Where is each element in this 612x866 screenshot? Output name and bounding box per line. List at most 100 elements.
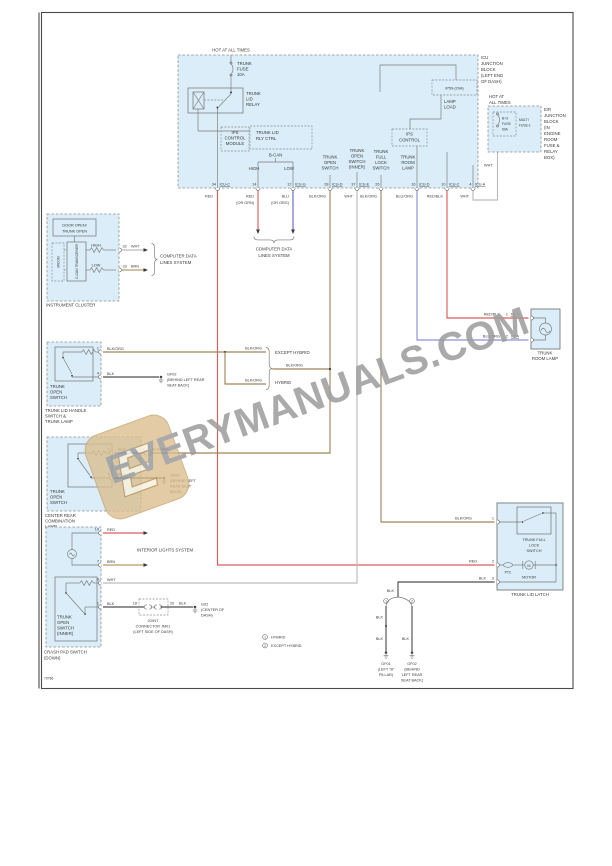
svg-text:JUNCTION: JUNCTION — [481, 61, 503, 66]
svg-text:(BEHIND: (BEHIND — [404, 668, 420, 672]
b-plus-fuse-label: B+3 — [502, 117, 508, 121]
svg-text:RELAY: RELAY — [544, 149, 558, 154]
svg-text:32: 32 — [123, 245, 127, 249]
svg-text:(IN: (IN — [544, 125, 550, 130]
diagram-frame — [40, 11, 574, 690]
room-lamp-box — [530, 308, 561, 350]
svg-text:2: 2 — [492, 560, 494, 564]
trunk-lid-relay-box — [187, 87, 244, 114]
svg-text:ICU-C: ICU-C — [449, 183, 460, 187]
svg-text:ENGINE: ENGINE — [544, 131, 561, 136]
svg-text:BLK/ORG: BLK/ORG — [309, 195, 326, 199]
crash-pad-caption: CRASH PAD SWITCH — [44, 650, 87, 655]
svg-text:DASH): DASH) — [201, 614, 214, 618]
hybrid-label: HYBRID — [275, 380, 291, 385]
svg-text:RED: RED — [205, 195, 213, 199]
trunk-open-inner-label: TRUNK — [57, 615, 72, 620]
svg-text:NCA: NCA — [511, 313, 519, 317]
hot-at-all-times-label: HOT AT ALL TIMES — [212, 48, 250, 53]
svg-text:BLOCK: BLOCK — [544, 119, 559, 124]
wire-blkorg-hybrid-branch — [224, 352, 266, 385]
svg-text:50A: 50A — [502, 128, 509, 132]
svg-text:BLK: BLK — [107, 372, 115, 376]
svg-text:BLK/ORG: BLK/ORG — [286, 364, 303, 368]
lamp-icon — [539, 322, 552, 336]
svg-text:2: 2 — [411, 599, 413, 603]
trunk-lid-relay-label: TRUNK — [246, 91, 261, 96]
svg-text:BLK/ORG: BLK/ORG — [245, 347, 262, 351]
ccan-transceiver-box — [66, 241, 87, 282]
wire-blkorg-trunk-open — [150, 190, 331, 454]
legend-except-hybrid: EXCEPT HYBRID — [271, 644, 302, 648]
svg-text:LINES SYSTEM: LINES SYSTEM — [258, 253, 290, 258]
svg-text:(OR ORG): (OR ORG) — [271, 201, 290, 205]
svg-text:LINES SYSTEM: LINES SYSTEM — [160, 260, 192, 265]
trunk-open-switch-label: TRUNK — [50, 384, 65, 389]
svg-text:RED: RED — [469, 560, 477, 564]
svg-text:SWITCH: SWITCH — [322, 166, 339, 171]
svg-text:10A: 10A — [237, 72, 245, 77]
svg-text:BRN: BRN — [107, 560, 115, 564]
svg-text:BRN: BRN — [131, 265, 139, 269]
computer-data-lines-label: COMPUTER DATA — [160, 254, 197, 259]
svg-text:RED/BLK: RED/BLK — [427, 195, 444, 199]
svg-text:BOX): BOX) — [544, 155, 555, 160]
svg-text:3: 3 — [492, 577, 494, 581]
svg-text:1: 1 — [97, 602, 99, 606]
joint-connector-label: JOINT — [148, 619, 160, 623]
svg-text:1: 1 — [385, 599, 387, 603]
ground-label-gf02: GF02 — [167, 373, 177, 377]
trunk-room-lamp: RED/BLK 1 NCA BLU/ORG 2 NCA TRUNK ROOM L… — [483, 308, 561, 361]
svg-text:CONTROL: CONTROL — [399, 138, 421, 143]
svg-text:ICU-A: ICU-A — [475, 183, 486, 187]
svg-text:LAMP: LAMP — [402, 166, 414, 171]
motor-label: MOTOR — [522, 576, 536, 580]
svg-text:NCA: NCA — [511, 335, 519, 339]
svg-text:1: 1 — [492, 517, 494, 521]
svg-text:10: 10 — [441, 183, 445, 187]
diagram-code: 70786 — [44, 677, 54, 681]
bcan-high-label: HIGH — [249, 166, 260, 171]
svg-text:BLU/ORG: BLU/ORG — [396, 195, 413, 199]
svg-text:ALL TIMES: ALL TIMES — [489, 100, 511, 105]
ptc-label: PTC — [505, 571, 512, 575]
svg-text:SWITCH: SWITCH — [373, 166, 390, 171]
ground-branches: BLK 1 2 BLK BLK BLK GF01 (LEFT "B" PILLA… — [376, 581, 495, 683]
trunk-lid-rly-ctrl-label: TRUNK LID — [256, 130, 279, 135]
svg-text:8: 8 — [97, 578, 99, 582]
svg-text:1: 1 — [506, 313, 508, 317]
svg-text:SEAT BACK): SEAT BACK) — [401, 679, 424, 683]
svg-text:ROOM LAMP: ROOM LAMP — [532, 356, 558, 361]
svg-text:FUSE &: FUSE & — [544, 143, 560, 148]
relay-contact — [218, 93, 232, 107]
watermark-logo: E — [84, 414, 190, 520]
ground-label-gf02: GF02 — [407, 662, 417, 666]
legend-hybrid: HYBRID — [271, 636, 286, 640]
svg-text:LOAD: LOAD — [444, 105, 456, 110]
relay-coil-symbol — [192, 91, 205, 110]
ground-label-g02: G02 — [201, 603, 208, 607]
switch-contact — [523, 513, 542, 522]
trunk-open-switch-label: TRUNK — [50, 489, 65, 494]
svg-text:OF DASH): OF DASH) — [481, 79, 502, 84]
svg-text:CONTROL: CONTROL — [224, 136, 246, 141]
ips-control-dashed-box — [391, 128, 428, 147]
svg-text:SWITCH: SWITCH — [527, 549, 542, 553]
svg-text:BLK/ORG: BLK/ORG — [360, 195, 377, 199]
svg-text:ICU-G: ICU-G — [295, 183, 306, 187]
room-lamp-caption: TRUNK — [538, 351, 553, 356]
svg-text:OPEN: OPEN — [50, 495, 62, 500]
svg-text:LID: LID — [246, 97, 253, 102]
svg-text:BLK: BLK — [376, 637, 384, 641]
svg-text:ROOM: ROOM — [544, 137, 558, 142]
svg-text:RED: RED — [246, 195, 254, 199]
handle-switch-symbol-box — [54, 346, 94, 382]
rly-ctrl-dashed-box — [249, 125, 313, 150]
svg-text:CONNECTOR JM01: CONNECTOR JM01 — [136, 625, 171, 629]
svg-text:(INNER): (INNER) — [57, 631, 74, 636]
wire-blk-latch-ground — [397, 581, 495, 597]
pin-code: ICU-C — [220, 183, 231, 187]
lamp-load-label: LAMP — [444, 99, 456, 104]
svg-text:2: 2 — [264, 644, 266, 648]
svg-text:TRUNK: TRUNK — [323, 155, 338, 160]
